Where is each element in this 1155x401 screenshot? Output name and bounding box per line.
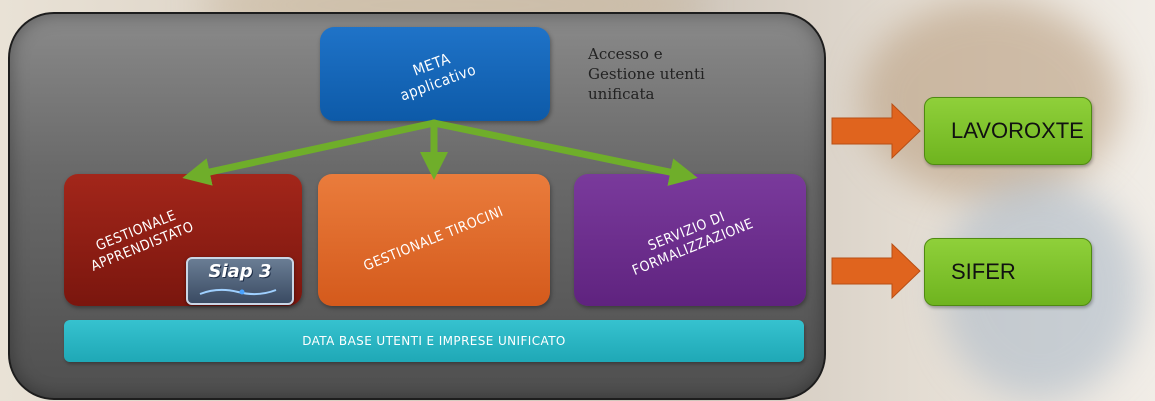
lavoroxte-box: LAVOROXTE — [924, 97, 1092, 165]
internal-arrows — [182, 119, 698, 186]
access-note-line-1: Accesso e — [588, 45, 663, 63]
siap-logo-text: Siap 3 — [208, 261, 272, 282]
access-note: Accesso e Gestione utenti unificata — [588, 44, 778, 104]
arrow-to-lavoroxte — [831, 102, 921, 160]
siap-logo-swoosh — [199, 288, 277, 296]
database-bar: DATA BASE UTENTI E IMPRESE UNIFICATO — [64, 320, 804, 362]
arrow-to-apprendistato — [182, 119, 438, 186]
servizio-formalizzazione-box: SERVIZIO DI FORMALIZZAZIONE — [574, 174, 806, 306]
lavoroxte-label: LAVOROXTE — [951, 118, 1084, 143]
gestionale-tirocini-box: GESTIONALE TIROCINI — [318, 174, 550, 306]
siap-logo: Siap 3 — [186, 257, 294, 305]
database-bar-label: DATA BASE UTENTI E IMPRESE UNIFICATO — [302, 334, 566, 348]
arrow-to-sifer — [831, 242, 921, 300]
meta-applicativo-box: META applicativo — [320, 27, 550, 121]
sifer-label: SIFER — [951, 259, 1016, 284]
external-arrows — [831, 102, 921, 300]
arrow-to-servizio — [430, 119, 698, 186]
sifer-box: SIFER — [924, 238, 1092, 306]
access-note-line-3: unificata — [588, 85, 655, 103]
access-note-line-2: Gestione utenti — [588, 65, 705, 83]
